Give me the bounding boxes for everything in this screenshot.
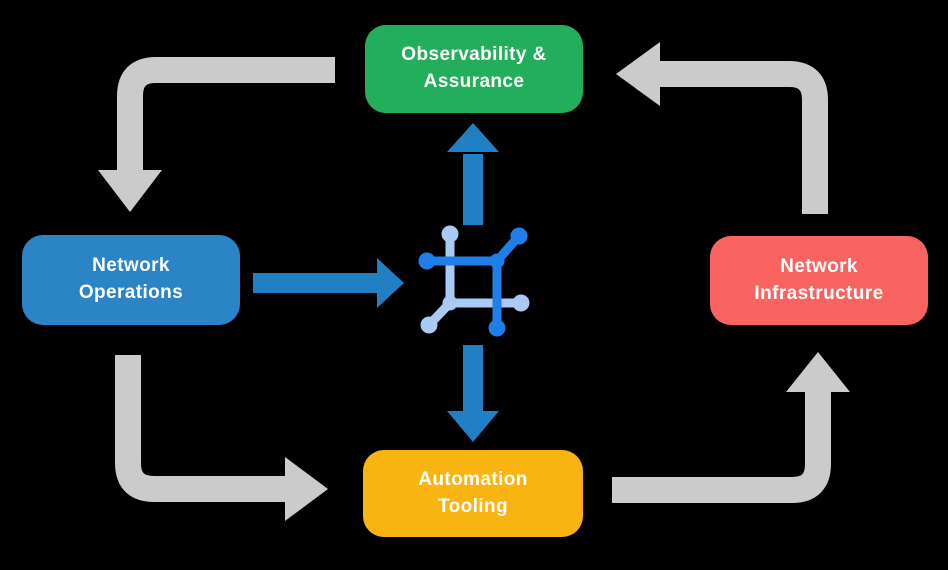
cycle-arrow-shaft — [115, 355, 287, 502]
cycle-arrow-infrastructure-to-observability — [616, 42, 828, 214]
flow-arrowhead-right — [377, 258, 404, 308]
node-label: Network Infrastructure — [754, 255, 884, 304]
cycle-arrowhead-down — [98, 170, 162, 212]
network-mesh-icon — [418, 225, 530, 337]
icon-node — [442, 295, 458, 311]
cycle-arrowhead-left — [616, 42, 660, 106]
network-mesh-icon-secondary — [420, 225, 530, 334]
cycle-arrowhead-up — [786, 352, 850, 392]
icon-node — [510, 227, 528, 245]
flow-arrow-icon-to-automation — [447, 345, 499, 442]
node-network-infrastructure: Network Infrastructure — [710, 236, 928, 325]
icon-node — [488, 319, 506, 337]
flow-arrow-icon-to-observability — [447, 123, 499, 225]
cycle-arrow-automation-to-infrastructure — [612, 352, 850, 503]
flow-arrowhead-up — [447, 123, 499, 152]
icon-node — [489, 253, 505, 269]
network-mesh-icon-primary — [418, 227, 528, 337]
cycle-arrow-shaft — [658, 61, 828, 214]
flow-arrow-operations-to-icon — [253, 258, 404, 308]
node-label: Network Operations — [78, 255, 184, 303]
cycle-arrow-shaft — [612, 390, 831, 503]
icon-node — [420, 316, 438, 334]
icon-node — [418, 252, 436, 270]
cycle-arrow-shaft — [117, 57, 335, 172]
icon-node — [512, 294, 530, 312]
node-network-operations: Network Operations — [22, 235, 240, 325]
flow-arrowhead-down — [447, 411, 499, 442]
cycle-arrow-operations-to-automation — [115, 355, 328, 521]
node-label: Observability & Assurance — [401, 44, 547, 92]
cycle-arrowhead-right — [285, 457, 328, 521]
node-automation-tooling: Automation Tooling — [363, 450, 583, 537]
icon-node — [441, 225, 459, 243]
cycle-arrow-observability-to-operations — [98, 57, 335, 212]
node-observability-assurance: Observability & Assurance — [365, 25, 583, 113]
node-label: Automation Tooling — [418, 468, 528, 517]
